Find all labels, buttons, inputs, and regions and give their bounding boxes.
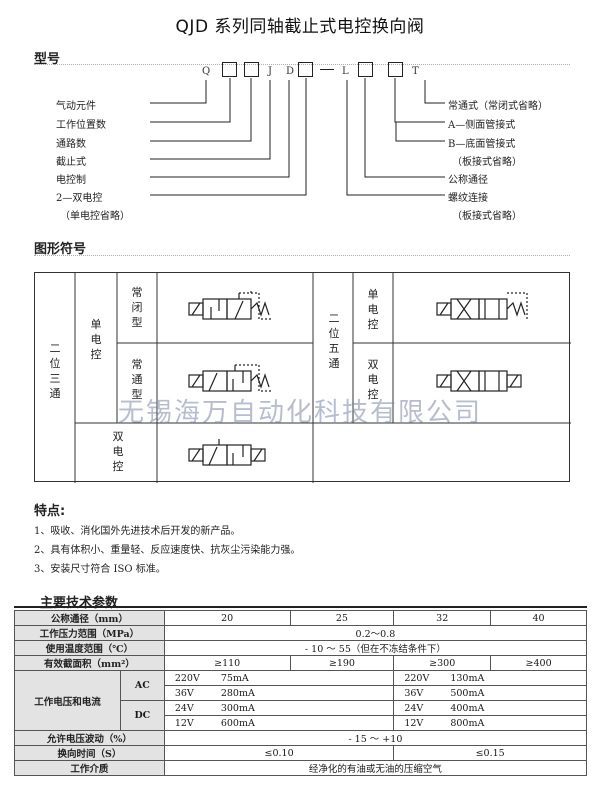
page-title: QJD 系列同轴截止式电控换向阀 (175, 17, 425, 37)
symbol-table: 二位三通 单电控 常闭型 常通型 双电控 二位五通 单电控 双电控 (34, 272, 571, 483)
code-letter-d: D (286, 66, 295, 77)
spec-top-rule (14, 606, 587, 608)
spec-pressure-value: 0.2～0.8 (163, 625, 588, 641)
table-row: 允许电压波动（%） - 15 ～ +10 (14, 730, 588, 746)
spec-temp-label: 使用温度范围（℃） (14, 640, 165, 656)
code-letter-t: T (412, 66, 419, 77)
section-model-heading: 型号 (34, 52, 61, 67)
spec-ac-label: AC (119, 670, 165, 701)
left-double-solenoid-label: 双电控 (112, 430, 124, 473)
code-letter-l: L (342, 66, 349, 77)
label-thread: 螺纹连接 (448, 193, 488, 204)
symbol-3-2-no-single (188, 364, 271, 392)
spec-temp-value: - 10 ～ 55（但在不冻结条件下） (163, 640, 588, 656)
spec-area-40: ≥400 (490, 655, 587, 671)
two-pos-five-way-label: 二位五通 (328, 312, 340, 370)
code-box-3 (298, 62, 313, 77)
model-leader-lines (150, 78, 445, 196)
spec-medium-value: 经净化的有油或无油的压缩空气 (163, 760, 588, 776)
symbol-3-2-nc-single (188, 289, 271, 320)
right-single-solenoid-label: 单电控 (367, 288, 379, 331)
code-box-1 (222, 62, 237, 77)
table-row: 换向时间（S） ≤0.10 ≤0.15 (14, 745, 587, 761)
spec-area-label: 有效截面积（mm²） (14, 655, 165, 671)
spec-table: 公称通径（mm） 20 25 32 40 工作压力范围（MPa） 0.2～0.8… (14, 610, 588, 776)
spec-nominal-40: 40 (490, 610, 587, 626)
spec-switch-large: ≤0.15 (393, 745, 587, 761)
spec-fluct-label: 允许电压波动（%） (14, 730, 165, 746)
label-plate-omitted: （板接式省略） (452, 157, 522, 168)
spec-nominal-25: 25 (289, 610, 395, 626)
code-box-2 (244, 62, 259, 77)
label-side-pipe: A—侧面管接式 (448, 120, 516, 131)
code-dash (320, 69, 334, 70)
label-cutoff: 截止式 (56, 157, 86, 168)
model-divider (34, 64, 570, 65)
spec-area-32: ≥300 (393, 655, 492, 671)
label-plate-omitted-2: （板接式省略） (452, 211, 522, 222)
table-row: 公称通径（mm） 20 25 32 40 (14, 610, 587, 626)
normally-open-label: 常通型 (131, 358, 143, 401)
section-symbols-heading: 图形符号 (34, 242, 87, 257)
feature-item-3: 3、安装尺寸符合 ISO 标准。 (34, 564, 166, 575)
symbols-divider (34, 255, 570, 256)
code-box-4 (358, 62, 373, 77)
spec-area-25: ≥190 (289, 655, 395, 671)
label-ports: 通路数 (56, 139, 86, 150)
code-letter-j: J (268, 66, 273, 77)
spec-nominal-32: 32 (393, 610, 492, 626)
label-positions: 工作位置数 (56, 120, 106, 131)
spec-nominal-label: 公称通径（mm） (14, 610, 165, 626)
symbol-3-2-double (188, 439, 266, 466)
spec-medium-label: 工作介质 (14, 760, 165, 776)
spec-nominal-20: 20 (163, 610, 291, 626)
spec-switch-label: 换向时间（S） (14, 745, 165, 761)
right-double-solenoid-label: 双电控 (367, 358, 379, 401)
table-row: 工作介质 经净化的有油或无油的压缩空气 (14, 760, 588, 776)
two-pos-three-way-label: 二位三通 (49, 342, 61, 400)
symbol-grid (74, 273, 571, 483)
code-box-5 (388, 62, 403, 77)
label-nominal-bore: 公称通径 (448, 175, 488, 186)
spec-pressure-label: 工作压力范围（MPa） (14, 625, 165, 641)
table-row: 使用温度范围（℃） - 10 ～ 55（但在不冻结条件下） (14, 640, 588, 656)
feature-item-1: 1、吸收、消化国外先进技术后开发的新产品。 (34, 526, 241, 537)
label-normally-open: 常通式（常闭式省略） (448, 101, 548, 112)
normally-closed-label: 常闭型 (131, 286, 143, 329)
spec-fluct-value: - 15 ～ +10 (163, 730, 588, 746)
left-single-solenoid-label: 单电控 (90, 318, 102, 361)
section-specs-heading: 主要技术参数 (40, 596, 119, 611)
symbol-5-2-single (436, 292, 528, 320)
section-features-heading: 特点: (34, 504, 66, 519)
spec-switch-small: ≤0.10 (163, 745, 395, 761)
label-electric: 电控制 (56, 175, 86, 186)
symbol-5-2-double (436, 370, 522, 392)
table-row: 有效截面积（mm²） ≥110 ≥190 ≥300 ≥400 (14, 655, 587, 671)
spec-voltage-label: 工作电压和电流 (14, 670, 121, 731)
label-double-solenoid: 2—双电控 (56, 193, 103, 204)
model-code: Q J D L T (202, 62, 442, 84)
label-single-omitted: （单电控省略） (60, 211, 130, 222)
feature-item-2: 2、具有体积小、重量轻、反应速度快、抗灰尘污染能力强。 (34, 545, 301, 556)
label-pneumatic: 气动元件 (56, 101, 96, 112)
code-letter-q: Q (202, 66, 211, 77)
label-bottom-pipe: B—底面管接式 (448, 139, 516, 150)
spec-area-20: ≥110 (163, 655, 291, 671)
table-row: 工作压力范围（MPa） 0.2～0.8 (14, 625, 588, 641)
spec-dc-label: DC (119, 700, 165, 731)
